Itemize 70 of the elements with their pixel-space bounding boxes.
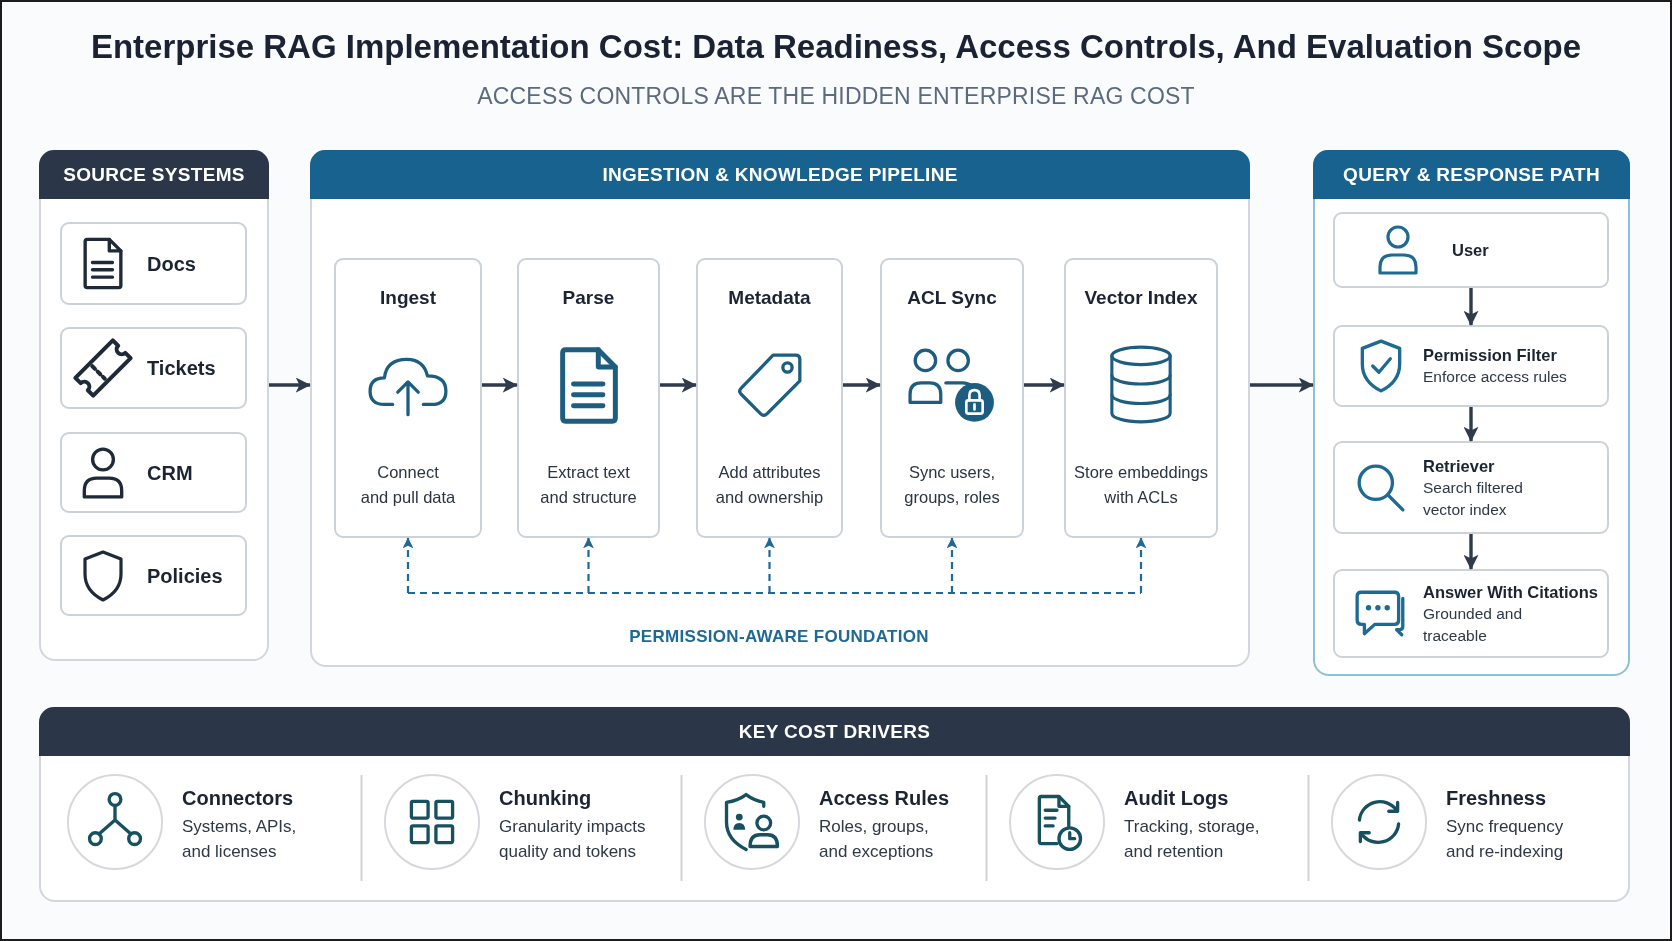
panel-header: SOURCE SYSTEMS: [39, 150, 269, 199]
arrow: [1024, 377, 1065, 393]
arrow: [843, 377, 881, 393]
panel: [310, 150, 1250, 667]
stage-card: [696, 258, 843, 538]
source-card: [60, 327, 247, 409]
driver-description: Sync frequency and re-indexing: [1446, 816, 1564, 863]
source-label: CRM: [147, 460, 193, 485]
panel: [39, 707, 1630, 902]
source-card: [60, 222, 247, 305]
step-description: Search filtered vector index: [1423, 477, 1523, 520]
driver-description: Granularity impacts quality and tokens: [499, 816, 646, 863]
stage-card: [334, 258, 482, 538]
stage-description: Store embeddings with ACLs: [1074, 462, 1208, 508]
stage-description: Connect and pull data: [360, 462, 456, 508]
driver-title: Audit Logs: [1124, 786, 1229, 811]
stage-title: Vector Index: [1084, 286, 1198, 310]
panel-header: INGESTION & KNOWLEDGE PIPELINE: [310, 150, 1250, 199]
dashed-arrow: [402, 537, 414, 593]
stage-title: Metadata: [728, 286, 811, 310]
source-card: [60, 432, 247, 513]
arrow: [269, 377, 311, 393]
diagram-title: Enterprise RAG Implementation Cost: Data Readiness, Access Controls, And Evaluation Scope: [90, 27, 1582, 67]
foundation-label: PERMISSION-AWARE FOUNDATION: [629, 626, 929, 648]
step-title: User: [1452, 240, 1489, 261]
stage-title: Parse: [562, 286, 615, 310]
step-title: Answer With Citations: [1423, 581, 1598, 603]
stage-description: Add attributes and ownership: [715, 462, 824, 508]
driver-title: Connectors: [182, 786, 294, 811]
step-title: Retriever: [1423, 455, 1495, 477]
source-card: [60, 535, 247, 616]
stage-card: [517, 258, 660, 538]
panel: [39, 150, 269, 661]
stage-description: Extract text and structure: [540, 462, 637, 508]
panel: [1313, 150, 1630, 676]
step-card: [1333, 569, 1609, 658]
stage-title: ACL Sync: [907, 286, 997, 310]
step-description: Grounded and traceable: [1423, 603, 1523, 646]
stage-description: Sync users, groups, roles: [904, 462, 1000, 508]
driver-title: Chunking: [499, 786, 592, 811]
source-label: Policies: [147, 563, 223, 588]
stage-title: Ingest: [380, 286, 436, 310]
arrow: [1463, 534, 1479, 570]
source-label: Tickets: [147, 356, 216, 380]
driver-description: Systems, APIs, and licenses: [182, 816, 297, 863]
dashed-connector: [408, 591, 1141, 595]
panel-header: KEY COST DRIVERS: [39, 707, 1630, 756]
step-description: Enforce access rules: [1423, 367, 1567, 387]
step-card: [1333, 325, 1609, 407]
arrow: [660, 377, 697, 393]
stage-card: [1064, 258, 1218, 538]
arrow: [1250, 377, 1314, 393]
arrow: [482, 377, 518, 393]
driver-title: Access Rules: [819, 786, 950, 811]
dashed-arrow: [946, 537, 958, 593]
step-card: [1333, 441, 1609, 534]
arrow: [1463, 288, 1479, 326]
arrow: [1463, 407, 1479, 442]
driver-description: Tracking, storage, and retention: [1124, 816, 1260, 863]
step-card: [1333, 212, 1609, 288]
driver-title: Freshness: [1446, 786, 1547, 811]
dashed-arrow: [764, 537, 775, 593]
dashed-arrow: [1135, 537, 1147, 593]
panel-header: QUERY & RESPONSE PATH: [1313, 150, 1630, 199]
step-title: Permission Filter: [1423, 345, 1557, 366]
stage-card: [880, 258, 1024, 538]
driver-description: Roles, groups, and exceptions: [819, 816, 934, 863]
source-label: Docs: [147, 251, 196, 276]
dashed-arrow: [583, 537, 594, 593]
subtitle: ACCESS CONTROLS ARE THE HIDDEN ENTERPRISE RAG COST: [477, 82, 1195, 110]
